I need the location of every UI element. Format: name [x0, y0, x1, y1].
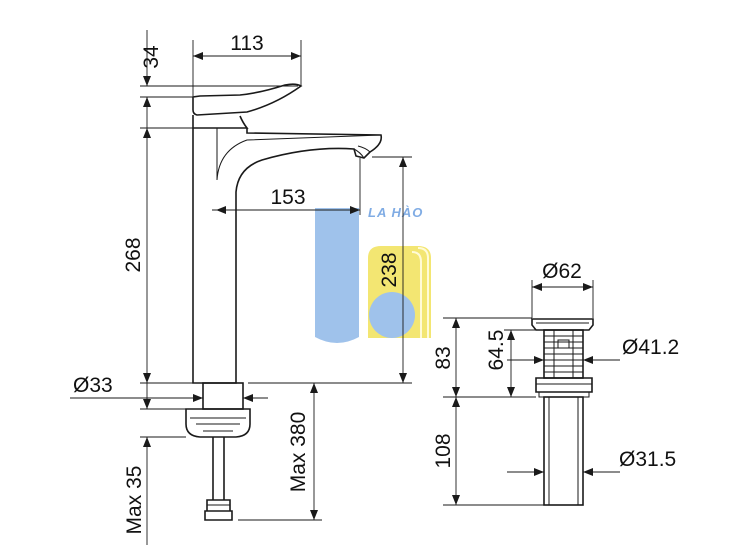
faucet-aerator	[353, 145, 371, 159]
watermark-logo: LA HÀO	[315, 205, 431, 343]
dimension-label-body-height: 268	[122, 237, 145, 272]
watermark-yellow-line	[417, 247, 429, 338]
dimension-label-base-diameter: Ø33	[73, 374, 113, 397]
dimension-label-waste-flange: Ø62	[542, 260, 582, 283]
dimension-label-handle-length: 113	[230, 32, 263, 55]
waste-tail-pipe	[543, 396, 584, 506]
watermark-text: LA HÀO	[368, 205, 423, 220]
faucet-dimensions: 34 113 268 153 238 Ø33	[70, 30, 412, 545]
faucet-hose	[212, 437, 225, 500]
faucet-shank	[202, 382, 244, 410]
dimension-label-spout-reach: 153	[270, 186, 305, 209]
waste-clip	[557, 339, 570, 349]
waste-nut	[535, 377, 593, 393]
faucet	[185, 83, 383, 521]
dimension-label-waste-body-height: 83	[432, 346, 455, 369]
faucet-body	[192, 128, 383, 384]
dimension-label-waste-thread: Ø41.2	[622, 336, 679, 359]
watermark-blue-circle	[369, 292, 415, 338]
dimension-label-spout-height: 238	[378, 252, 401, 287]
faucet-cap	[192, 115, 249, 129]
waste-dimensions: Ø62 Ø41.2 83 64.5 108 Ø31.5	[432, 260, 679, 506]
dimension-label-lever-height: 34	[140, 45, 163, 69]
faucet-spout-curve	[216, 128, 382, 181]
faucet-base-plate	[185, 408, 251, 438]
waste-flange	[531, 318, 594, 331]
dimension-label-hose-length: Max 380	[287, 412, 310, 493]
dimension-label-waste-tail-diameter: Ø31.5	[619, 448, 676, 471]
dimension-label-counter-thickness: Max 35	[123, 466, 146, 535]
watermark-yellow-line	[411, 251, 422, 338]
waste-thread-lines	[544, 335, 583, 373]
watermark-blue-bar	[315, 208, 359, 343]
faucet-lever	[192, 83, 303, 116]
faucet-hose-coupling	[204, 499, 233, 521]
faucet-nut-inner	[190, 417, 246, 432]
popup-waste	[531, 318, 594, 506]
dimension-label-waste-thread-height: 64.5	[485, 330, 508, 371]
dimension-label-waste-tail-length: 108	[432, 433, 455, 468]
